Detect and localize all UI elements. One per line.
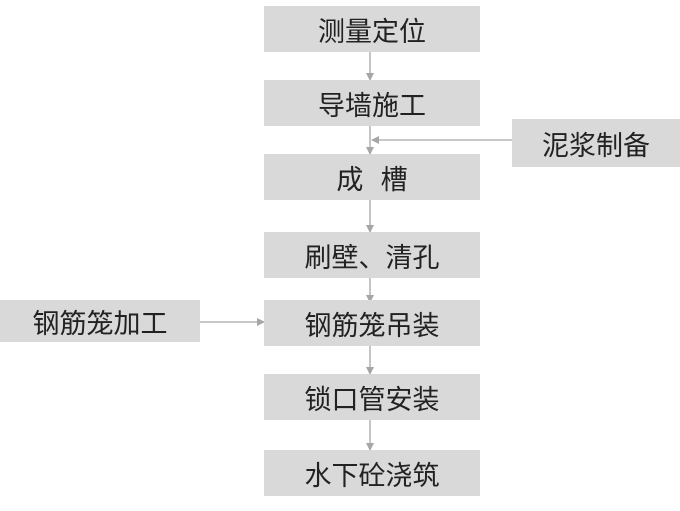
step-lock-pipe-installation: 锁口管安装 bbox=[264, 374, 480, 420]
step-survey-positioning: 测量定位 bbox=[264, 6, 480, 52]
step-wall-brushing-hole-cleaning: 刷壁、清孔 bbox=[264, 232, 480, 278]
step-guide-wall-construction: 导墙施工 bbox=[264, 80, 480, 126]
step-underwater-concrete-pouring: 水下砼浇筑 bbox=[264, 450, 480, 496]
step-rebar-cage-hoisting: 钢筋笼吊装 bbox=[264, 300, 480, 346]
side-step-slurry-preparation: 泥浆制备 bbox=[512, 119, 680, 167]
step-trenching: 成 槽 bbox=[264, 154, 480, 200]
side-step-rebar-cage-fabrication: 钢筋笼加工 bbox=[0, 300, 200, 342]
